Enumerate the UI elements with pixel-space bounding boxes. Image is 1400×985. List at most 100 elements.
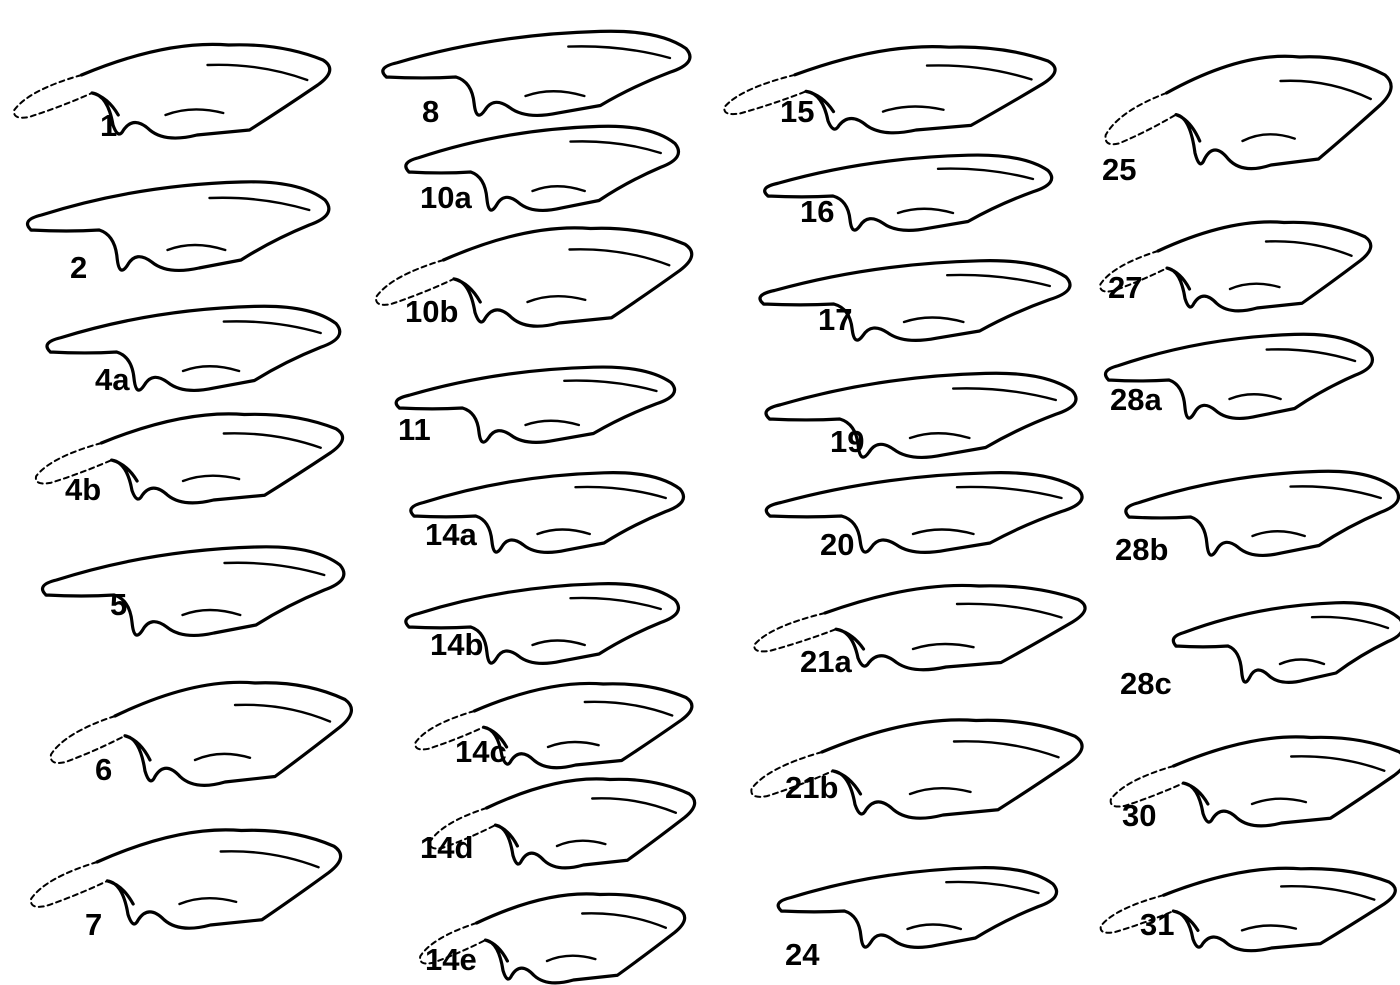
inner-line xyxy=(954,741,1059,757)
inner-line xyxy=(946,882,1038,893)
outline-path xyxy=(101,414,342,503)
outline-path xyxy=(778,868,1056,948)
inner-line xyxy=(166,109,224,115)
specimen-label-7: 7 xyxy=(85,907,102,942)
inner-line xyxy=(1281,81,1371,99)
inner-line xyxy=(1252,799,1306,804)
specimen-label-2: 2 xyxy=(70,250,87,285)
inner-line xyxy=(548,742,599,747)
inner-line xyxy=(195,754,250,760)
specimen-label-24: 24 xyxy=(785,937,820,972)
outline-path xyxy=(1174,737,1400,826)
inner-line xyxy=(913,644,974,649)
inner-line xyxy=(224,433,321,447)
specimen-label-28b: 28b xyxy=(1115,532,1168,567)
outline-path xyxy=(396,367,674,442)
inner-line xyxy=(1266,241,1352,255)
inner-line xyxy=(953,388,1056,400)
specimen-outline-20 xyxy=(766,473,1082,553)
specimen-label-21a: 21a xyxy=(800,644,852,679)
inner-line xyxy=(557,841,605,846)
inner-line xyxy=(947,275,1050,286)
inner-line xyxy=(571,598,661,609)
specimen-label-27: 27 xyxy=(1108,270,1142,305)
inner-line xyxy=(910,433,969,438)
inner-line xyxy=(913,530,974,535)
outline-path xyxy=(766,373,1076,457)
inner-line xyxy=(957,604,1062,618)
inner-line xyxy=(1230,284,1280,289)
inner-line xyxy=(224,563,324,575)
specimen-label-15: 15 xyxy=(780,94,814,129)
inner-line xyxy=(183,610,241,615)
outline-path xyxy=(115,682,351,785)
outline-path xyxy=(1158,222,1371,311)
outline-path xyxy=(474,683,692,767)
specimen-label-14c: 14c xyxy=(455,734,507,769)
inner-line xyxy=(533,186,585,191)
specimen-label-4b: 4b xyxy=(65,472,101,507)
inner-line xyxy=(564,381,656,391)
outline-path xyxy=(760,261,1070,341)
specimen-outline-25 xyxy=(1105,56,1391,168)
inner-line xyxy=(180,898,237,904)
inner-line xyxy=(1280,660,1324,665)
inner-line xyxy=(1291,486,1381,498)
inner-line xyxy=(1291,756,1384,770)
outline-path xyxy=(477,894,685,983)
inner-line xyxy=(568,46,670,58)
specimen-outline-1 xyxy=(14,44,330,138)
outline-path xyxy=(487,779,695,868)
specimen-label-30: 30 xyxy=(1122,798,1156,833)
inner-line xyxy=(570,249,670,265)
specimen-outline-24 xyxy=(778,868,1056,948)
outline-path xyxy=(766,473,1082,553)
specimen-outline-4a xyxy=(47,306,340,390)
specimen-label-16: 16 xyxy=(800,194,834,229)
missing-part-dashed-line xyxy=(1105,93,1176,144)
inner-line xyxy=(538,530,590,535)
inner-line xyxy=(582,913,666,927)
inner-line xyxy=(908,925,961,930)
inner-line xyxy=(938,169,1033,179)
outline-path xyxy=(825,585,1085,669)
inner-line xyxy=(576,487,666,498)
inner-line xyxy=(1242,926,1296,931)
specimen-label-11: 11 xyxy=(398,412,431,447)
inner-line xyxy=(883,106,944,111)
specimen-label-19: 19 xyxy=(830,424,864,459)
specimen-label-14e: 14e xyxy=(425,942,477,977)
missing-part-dashed-line xyxy=(31,862,107,907)
outline-path xyxy=(97,830,341,928)
specimen-label-28a: 28a xyxy=(1110,382,1162,417)
outline-path xyxy=(82,44,330,138)
specimen-outline-15 xyxy=(724,47,1055,133)
specimen-label-20: 20 xyxy=(820,527,854,562)
inner-line xyxy=(528,296,586,302)
inner-line xyxy=(183,366,239,371)
inner-line xyxy=(571,141,661,153)
inner-line xyxy=(1230,394,1281,399)
inner-line xyxy=(904,318,963,323)
specimen-label-28c: 28c xyxy=(1120,666,1172,701)
outline-path xyxy=(1164,868,1396,950)
specimen-outline-11 xyxy=(396,367,674,442)
inner-line xyxy=(168,245,226,250)
specimen-outline-7 xyxy=(31,830,341,928)
missing-part-dashed-line xyxy=(51,716,125,763)
outline-path xyxy=(795,47,1055,133)
inner-line xyxy=(207,65,307,80)
inner-line xyxy=(898,209,953,213)
specimen-label-14a: 14a xyxy=(425,517,477,552)
specimen-label-10b: 10b xyxy=(405,294,458,329)
inner-line xyxy=(910,788,971,794)
inner-line xyxy=(1281,886,1374,899)
inner-line xyxy=(957,487,1062,498)
outline-path xyxy=(1173,603,1400,683)
outline-path xyxy=(43,547,344,636)
specimen-outline-28c xyxy=(1173,603,1400,683)
outline-path xyxy=(822,720,1082,818)
inner-line xyxy=(1243,134,1295,141)
inner-line xyxy=(1267,349,1355,361)
